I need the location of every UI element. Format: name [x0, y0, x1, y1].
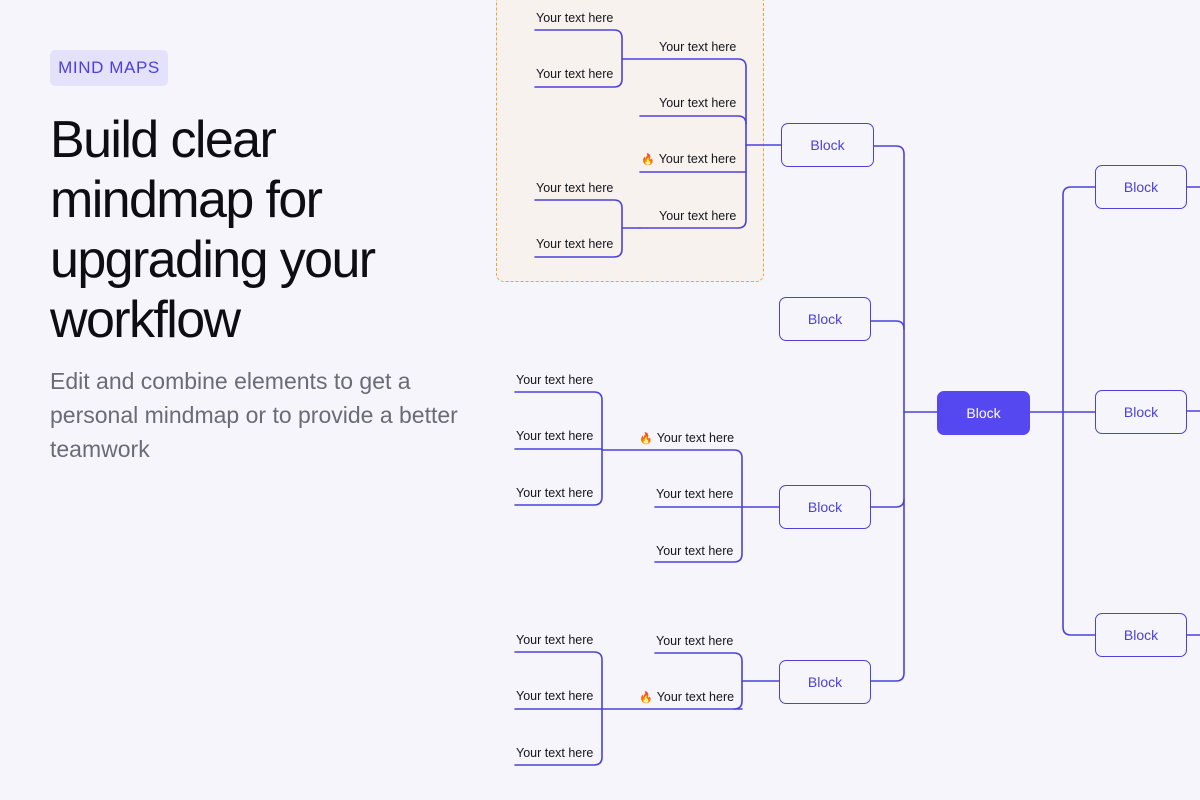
mindmap-block[interactable]: Block: [1095, 165, 1187, 209]
leaf-text[interactable]: Your text here: [516, 486, 594, 500]
mindmap-block[interactable]: Block: [779, 660, 871, 704]
central-block[interactable]: Block: [937, 391, 1030, 435]
leaf-text[interactable]: Your text here: [536, 11, 614, 25]
fire-icon: 🔥: [639, 692, 653, 704]
section-badge: MIND MAPS: [50, 50, 168, 86]
connector: [654, 652, 743, 710]
mindmap-block[interactable]: Block: [1095, 390, 1187, 434]
connector: [1062, 186, 1096, 636]
connector: [870, 498, 905, 508]
connector: [639, 115, 747, 125]
mindmap-block[interactable]: Block: [781, 123, 874, 167]
connector: [601, 449, 743, 563]
leaf-text[interactable]: 🔥Your text here: [639, 431, 735, 445]
connector: [870, 320, 905, 330]
fire-icon: 🔥: [639, 433, 653, 445]
leaf-text[interactable]: Your text here: [516, 373, 594, 387]
mindmap-block[interactable]: Block: [1095, 613, 1187, 657]
page-subtitle: Edit and combine elements to get a perso…: [50, 368, 458, 462]
leaf-text[interactable]: Your text here: [516, 429, 594, 443]
leaf-text[interactable]: Your text here: [516, 689, 594, 703]
fire-icon: 🔥: [641, 154, 655, 166]
connector: [621, 58, 747, 229]
page-title: Build clear mindmap for upgrading your w…: [50, 111, 376, 349]
leaf-text[interactable]: Your text here: [656, 487, 734, 501]
mindmap-block[interactable]: Block: [779, 297, 871, 341]
leaf-text[interactable]: 🔥Your text here: [641, 152, 737, 166]
leaf-text[interactable]: Your text here: [659, 96, 737, 110]
connector: [870, 145, 905, 682]
leaf-text[interactable]: Your text here: [536, 67, 614, 81]
leaf-text[interactable]: Your text here: [659, 40, 737, 54]
leaf-text[interactable]: Your text here: [659, 209, 737, 223]
leaf-text[interactable]: Your text here: [536, 237, 614, 251]
mindmap-block[interactable]: Block: [779, 485, 871, 529]
leaf-text[interactable]: Your text here: [516, 746, 594, 760]
leaf-text[interactable]: Your text here: [656, 544, 734, 558]
leaf-text[interactable]: Your text here: [536, 181, 614, 195]
leaf-text[interactable]: Your text here: [516, 633, 594, 647]
leaf-text[interactable]: Your text here: [656, 634, 734, 648]
selection-frame[interactable]: [496, 0, 764, 282]
leaf-text[interactable]: 🔥Your text here: [639, 690, 735, 704]
